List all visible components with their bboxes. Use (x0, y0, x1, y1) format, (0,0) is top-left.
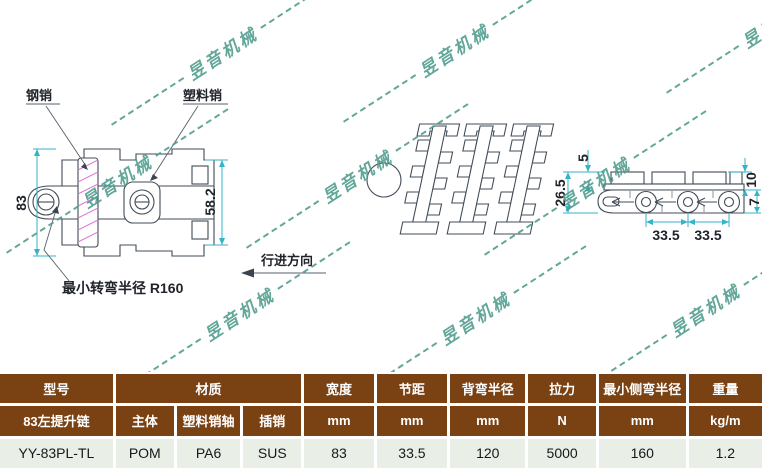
steel-pin-label: 钢销 (26, 88, 52, 103)
travel-direction-label: 行进方向 (260, 253, 313, 268)
flow-arrow-icons (611, 197, 717, 207)
roller-pins (634, 190, 741, 214)
plastic-pin-label: 塑料销 (183, 88, 222, 103)
subheader-chain-name: 83左提升链 (0, 406, 113, 436)
subheader-unit-kgm: kg/m (688, 406, 762, 436)
col-header-backbend-radius: 背弯半径 (450, 374, 526, 404)
oblique-view-drawing: 行进方向 (241, 123, 555, 278)
col-header-model: 型号 (0, 374, 113, 404)
dim-pitch-1: 33.5 (652, 227, 679, 243)
side-view-drawing: 26.5 5 10 7 (552, 150, 762, 243)
dim-body-7: 7 (746, 198, 762, 206)
col-header-pitch: 节距 (376, 374, 448, 404)
value-pitch: 33.5 (376, 438, 448, 468)
value-min-sidebend-radius: 160 (598, 438, 686, 468)
value-backbend-radius: 120 (450, 438, 526, 468)
dim-height-26-5: 26.5 (552, 179, 568, 206)
value-model: YY-83PL-TL (0, 438, 113, 468)
value-pin-shaft-material: PA6 (176, 438, 241, 468)
subheader-plastic-pin-shaft: 塑料销轴 (176, 406, 241, 436)
dim-inner-58-2: 58.2 (202, 188, 218, 215)
top-view-drawing: 83 58.2 钢销 塑料销 最小转弯半径 R160 (13, 88, 228, 296)
subheader-insert-pin: 插销 (243, 406, 302, 436)
steel-pin-section (77, 157, 99, 248)
subheader-unit-n: N (528, 406, 596, 436)
col-header-material: 材质 (115, 374, 302, 404)
dim-pitch-2: 33.5 (694, 227, 721, 243)
dim-width-83: 83 (13, 195, 29, 211)
plastic-pin (123, 181, 161, 224)
col-header-min-sidebend-radius: 最小侧弯半径 (598, 374, 686, 404)
subheader-unit-mm-backbend: mm (450, 406, 526, 436)
value-body-material: POM (115, 438, 174, 468)
value-insert-pin-material: SUS (243, 438, 302, 468)
spec-table: 型号 材质 宽度 节距 背弯半径 拉力 最小侧弯半径 重量 83左提升链 主体 … (0, 372, 762, 468)
subheader-unit-mm-width: mm (304, 406, 374, 436)
subheader-body: 主体 (115, 406, 174, 436)
dim-plate-5: 5 (575, 154, 591, 162)
col-header-width: 宽度 (304, 374, 374, 404)
subheader-unit-mm-sidebend: mm (598, 406, 686, 436)
value-width: 83 (304, 438, 374, 468)
col-header-tension: 拉力 (528, 374, 596, 404)
col-header-weight: 重量 (688, 374, 762, 404)
arrow-left-icon (241, 268, 326, 278)
subheader-unit-mm-pitch: mm (376, 406, 448, 436)
value-tension: 5000 (528, 438, 596, 468)
dim-top-10: 10 (743, 172, 759, 188)
value-weight: 1.2 (688, 438, 762, 468)
min-turn-radius-note: 最小转弯半径 R160 (62, 280, 184, 296)
